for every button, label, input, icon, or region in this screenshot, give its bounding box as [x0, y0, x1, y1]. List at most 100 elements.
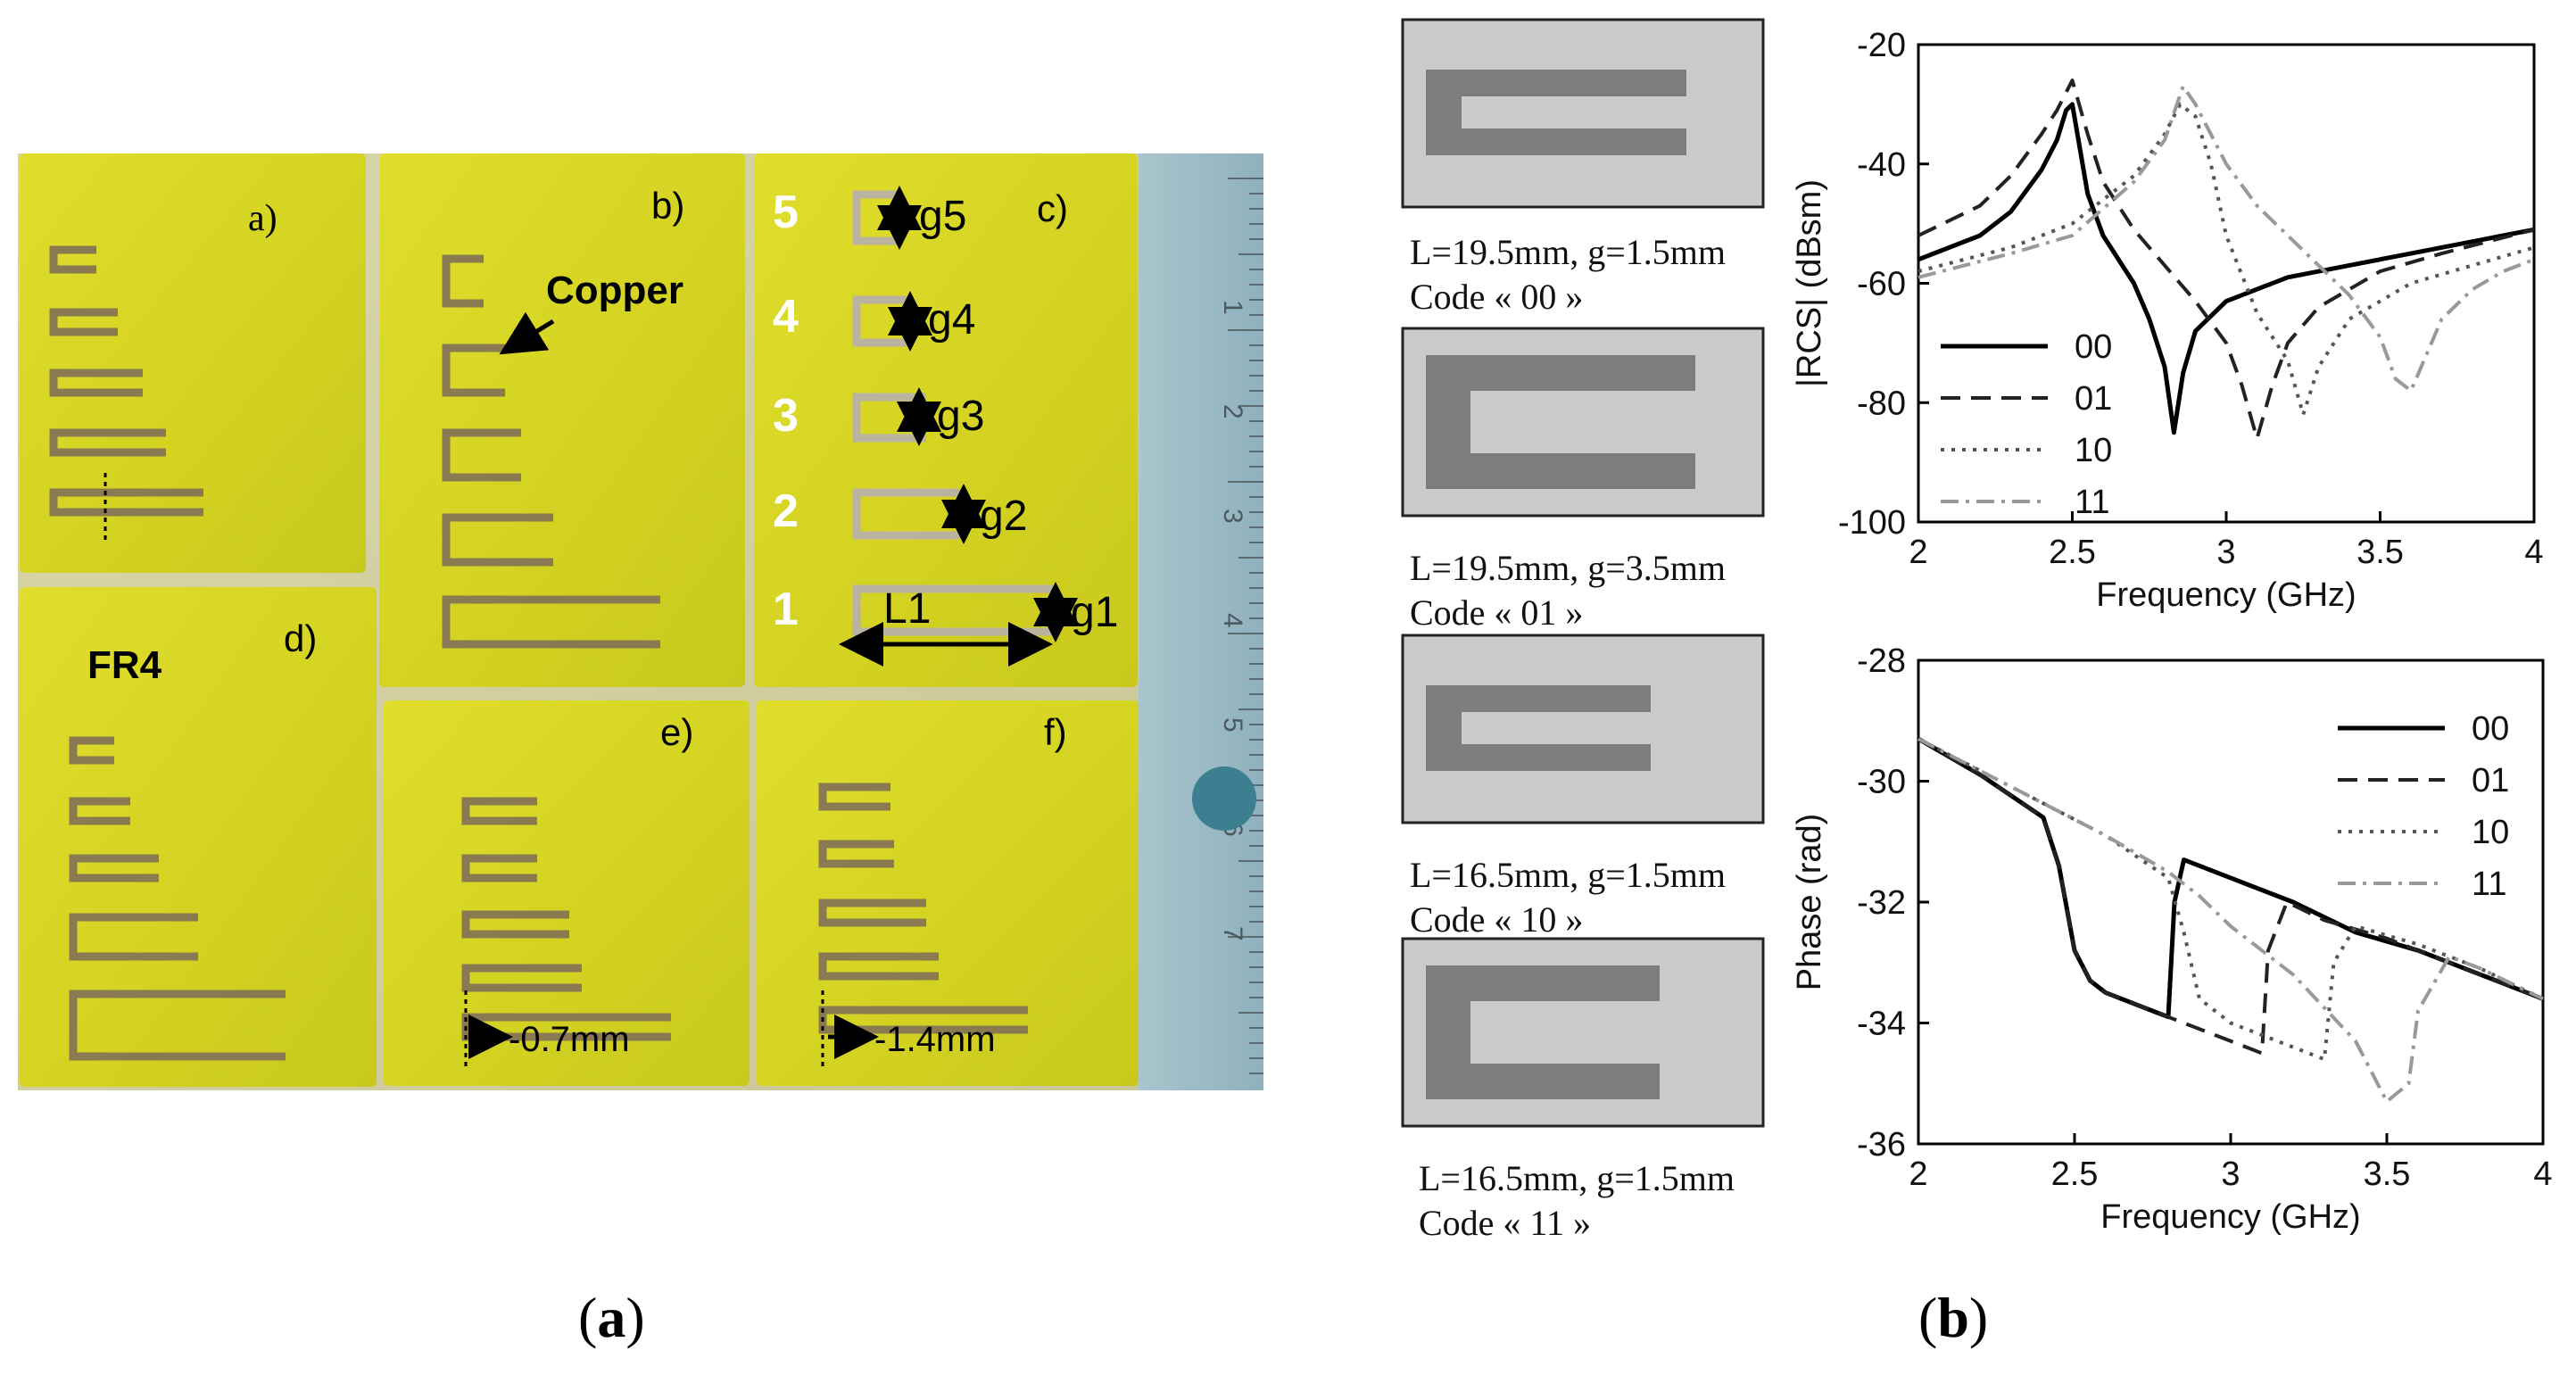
- shift-label-f: -1.4mm: [874, 1020, 996, 1059]
- y-tick-label: -60: [1857, 266, 1906, 303]
- series-line-00: [1917, 736, 2544, 1020]
- y-axis-label: Phase (rad): [1791, 814, 1828, 991]
- resonator-a-1: [49, 245, 96, 274]
- x-axis-label: Frequency (GHz): [2096, 576, 2356, 614]
- shift-label-e: -0.7mm: [509, 1020, 630, 1059]
- y-tick-label: -32: [1857, 884, 1906, 922]
- series-line-11: [1918, 84, 2535, 393]
- resonator-b-1: [442, 254, 484, 308]
- resonator-a-4: [49, 428, 166, 457]
- legend-label-11: 11: [2075, 484, 2109, 521]
- pcb-photo: 1234567 a) b) c) d) e) f) Copper FR4 5 4…: [18, 153, 1263, 1090]
- x-tick-label: 2.5: [2051, 1155, 2099, 1193]
- y-tick-label: -34: [1857, 1006, 1906, 1043]
- y-tick-label: -80: [1857, 385, 1906, 422]
- resonator-a-5: [49, 488, 203, 517]
- legend-label-11: 11: [2472, 866, 2506, 903]
- resonator-layouts: [1401, 18, 1765, 1128]
- resonator-b-5: [442, 595, 660, 649]
- gap-label-g5: g5: [919, 193, 966, 240]
- ruler: [1139, 153, 1263, 1090]
- y-tick-label: -36: [1857, 1126, 1906, 1164]
- x-tick-label: 3: [2221, 1155, 2240, 1193]
- resonator-d-1: [69, 736, 114, 765]
- gap-label-g3: g3: [937, 393, 984, 440]
- board-label-d: d): [284, 617, 317, 659]
- resonator-d-4: [69, 913, 198, 961]
- resonator-patterns: [49, 190, 1053, 1061]
- copper-label: Copper: [546, 269, 683, 312]
- x-tick-label: 4: [2533, 1155, 2552, 1193]
- series-line-11: [1918, 737, 2544, 1104]
- panel-label-a: (a): [578, 1286, 645, 1349]
- board-label-b: b): [651, 185, 684, 227]
- resonator-e-1: [461, 797, 537, 825]
- y-tick-label: -100: [1838, 504, 1906, 542]
- board-c: [754, 153, 1138, 687]
- resonator-b-2: [442, 344, 505, 397]
- gap-label-g4: g4: [928, 296, 975, 344]
- resonator-d-2: [69, 797, 130, 825]
- resonator-f-4: [818, 952, 939, 981]
- resonator-number-4: 4: [773, 291, 799, 343]
- ruler-label: 1: [1218, 300, 1247, 315]
- resonator-a-2: [49, 308, 118, 336]
- length-label-L1: L1: [883, 585, 931, 633]
- resonator-a-3: [49, 369, 143, 397]
- copper-arrow: [499, 311, 555, 355]
- resonator-c-5: [852, 584, 1053, 636]
- x-tick-label: 2.5: [2049, 534, 2096, 571]
- board-label-a: a): [248, 198, 277, 239]
- board-d: [20, 587, 377, 1087]
- resonator-number-1: 1: [773, 584, 799, 635]
- x-tick-label: 2: [1909, 1155, 1927, 1193]
- ruler-label: 3: [1218, 509, 1247, 524]
- resonator-b-4: [442, 513, 553, 567]
- series-line-10: [1918, 737, 2544, 1062]
- resonator-f-3: [818, 899, 926, 927]
- y-tick-label: -30: [1857, 764, 1906, 801]
- legend-label-00: 00: [2075, 328, 2112, 366]
- resonator-number-2: 2: [773, 485, 799, 537]
- ruler-marker: [1192, 766, 1256, 831]
- resonator-b-3: [442, 428, 521, 482]
- board-b: [379, 153, 745, 687]
- resonator-d-3: [69, 854, 159, 882]
- layout-10: [1401, 634, 1765, 824]
- board-label-f: f): [1044, 711, 1067, 753]
- resonator-f-1: [818, 783, 890, 811]
- series-line-01: [1918, 79, 2535, 441]
- plot-frame: [1917, 659, 2545, 1146]
- resonator-c-4: [852, 488, 960, 540]
- layout-00: [1401, 18, 1765, 209]
- resonator-c-2: [852, 295, 912, 347]
- legend-label-01: 01: [2472, 762, 2509, 799]
- resonator-e-3: [461, 910, 569, 939]
- legend-label-00: 00: [2472, 710, 2509, 748]
- resonator-d-5: [69, 990, 286, 1061]
- layout-11: [1401, 937, 1765, 1128]
- ruler-label: 2: [1218, 404, 1247, 419]
- gap-label-g2: g2: [980, 493, 1027, 540]
- x-tick-label: 4: [2524, 534, 2543, 571]
- ruler-label: 5: [1218, 717, 1247, 733]
- legend-label-10: 10: [2472, 814, 2509, 851]
- board-f: [757, 700, 1139, 1086]
- y-tick-label: -20: [1857, 27, 1906, 64]
- ruler-label: 7: [1218, 926, 1247, 941]
- resonator-c-3: [852, 393, 926, 443]
- x-tick-label: 2: [1909, 534, 1927, 571]
- y-tick-label: -28: [1857, 642, 1906, 680]
- gap-label-g1: g1: [1071, 589, 1118, 636]
- resonator-number-3: 3: [773, 390, 799, 442]
- legend-label-10: 10: [2075, 432, 2112, 469]
- resonator-number-5: 5: [773, 186, 799, 238]
- fr4-label: FR4: [87, 643, 162, 687]
- panel-label-b: (b): [1918, 1286, 1989, 1349]
- y-axis-label: |RCS| (dBsm): [1791, 179, 1828, 387]
- layout-01: [1401, 327, 1765, 518]
- series-line-10: [1918, 102, 2535, 417]
